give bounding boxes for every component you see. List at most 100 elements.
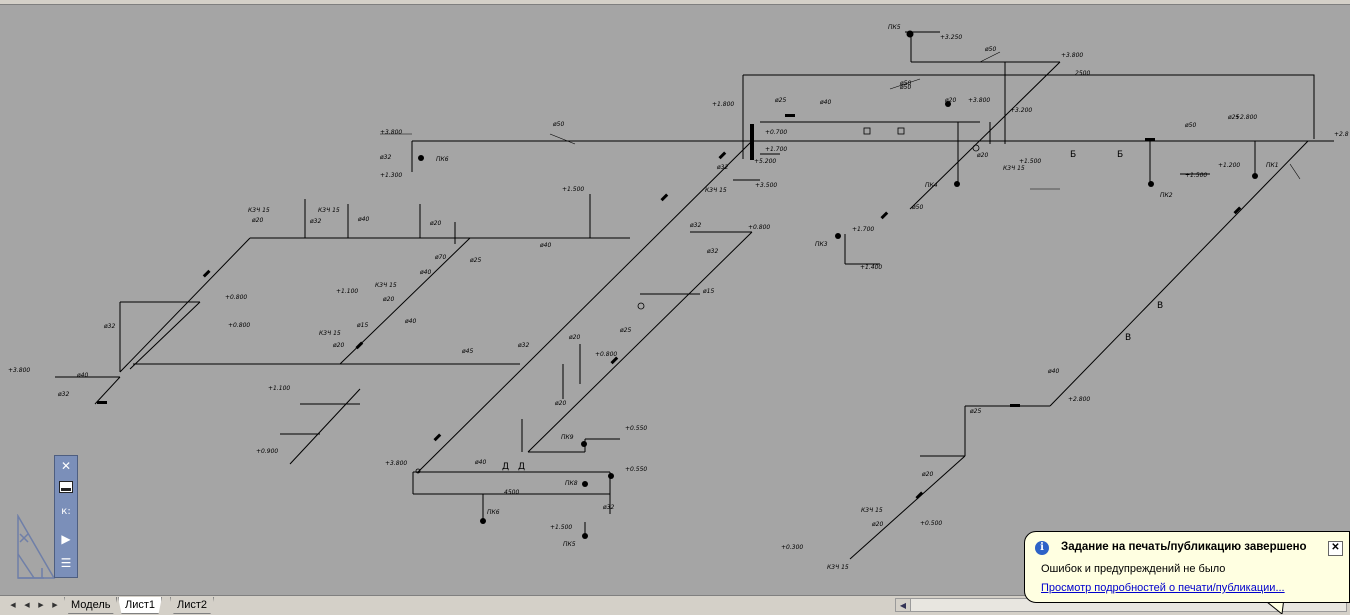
fixture-symbol (418, 155, 424, 161)
drawing-label: +3.800 (1061, 52, 1084, 59)
drawing-label: ø32 (717, 164, 729, 171)
pipe-marker (718, 151, 727, 160)
drawing-label: +0.800 (748, 224, 771, 231)
drawing-label: ПК5 (563, 541, 576, 548)
drawing-label: +0.700 (765, 129, 788, 136)
drawing-label: К3Ч 15 (705, 187, 727, 194)
pipe-marker (202, 269, 211, 278)
drawing-label: ø50 (553, 121, 565, 128)
drawing-label: ПК3 (815, 241, 828, 248)
drawing-label: ø20 (922, 471, 934, 478)
tab-model[interactable]: Модель (64, 597, 118, 614)
drawing-label: ПК6 (436, 156, 449, 163)
drawing-label: ø40 (358, 216, 370, 223)
pipe-line (119, 237, 251, 373)
pipe-marker (915, 491, 924, 500)
drawing-label: +1.200 (1218, 162, 1241, 169)
drawing-label: ø50 (900, 80, 912, 87)
tab-sheet1[interactable]: Лист1 (118, 597, 163, 614)
next-tab-icon[interactable]: ▶ (38, 601, 44, 609)
drawing-label: ø20 (569, 334, 581, 341)
fixture-outline (863, 127, 871, 135)
fixture-outline (972, 144, 980, 152)
fixture-symbol (835, 233, 841, 239)
pipe-marker (1145, 138, 1155, 141)
pipe-marker (97, 401, 107, 404)
drawing-label: К3Ч 15 (248, 207, 270, 214)
pipe-line (909, 61, 1061, 210)
first-tab-icon[interactable]: ◀ (10, 601, 16, 609)
pipe-marker (610, 356, 619, 365)
drawing-label: К3Ч 15 (861, 507, 883, 514)
pipe-marker (880, 211, 889, 220)
drawing-label: ø15 (357, 322, 369, 329)
drawing-label: +5.200 (754, 158, 777, 165)
drawing-label: ø32 (518, 342, 530, 349)
drawing-label: К3Ч 15 (318, 207, 340, 214)
drawing-label: ø25 (470, 257, 482, 264)
drawing-label: 4500 (504, 489, 520, 496)
drawing-canvas[interactable]: ПК5 +3.250 +3.800 ø50 2500 +1.800 ø25 ø4… (0, 4, 1350, 595)
play-icon[interactable]: ▶ (61, 532, 71, 546)
drawing-label: ø25 (970, 408, 982, 415)
drawing-label: ПК9 (561, 434, 574, 441)
tab-sheet2[interactable]: Лист2 (170, 597, 215, 614)
pipe-marker (660, 193, 669, 202)
fixture-symbol (954, 181, 960, 187)
drawing-label: ø70 (435, 254, 447, 261)
drawing-label: К3Ч 15 (319, 330, 341, 337)
drawing-label: ø32 (58, 391, 70, 398)
close-icon[interactable]: ✕ (60, 459, 72, 473)
fixture-outline (415, 468, 421, 474)
drawing-label: +1.800 (712, 101, 735, 108)
pipe-line (94, 376, 121, 405)
pipe-line (743, 74, 1315, 139)
drawing-label: ø20 (333, 342, 345, 349)
drawing-label: ø50 (912, 204, 924, 211)
paper-space-icon[interactable] (57, 478, 75, 496)
drawing-label: ПК8 (565, 480, 578, 487)
leader-line (889, 78, 921, 90)
drawing-label: +1.300 (380, 172, 403, 179)
drawing-label: +1.700 (852, 226, 875, 233)
drawing-label: ø25 (620, 327, 632, 334)
window-top-edge (0, 0, 1350, 5)
pipe-line (527, 231, 753, 453)
fixture-symbol (582, 533, 588, 539)
close-icon[interactable]: ✕ (1328, 541, 1343, 556)
drawing-label: +1.100 (268, 385, 291, 392)
list-icon[interactable]: ☰ (60, 556, 72, 570)
drawing-label: +0.550 (625, 425, 648, 432)
drawing-label: +0.550 (625, 466, 648, 473)
notification-balloon: i Задание на печать/публикацию завершено… (1024, 531, 1350, 603)
leader-line (979, 51, 1001, 63)
leader-line (549, 133, 576, 145)
last-tab-icon[interactable]: ▶ (52, 601, 58, 609)
drawing-label: +0.900 (256, 448, 279, 455)
fixture-symbol (480, 518, 486, 524)
prev-tab-icon[interactable]: ◀ (24, 601, 30, 609)
drawing-label: +0.500 (920, 520, 943, 527)
scale-icon[interactable]: к: (61, 505, 71, 517)
drawing-label: ø20 (430, 220, 442, 227)
drawing-label: ø20 (945, 97, 957, 104)
drawing-label: +1.700 (765, 146, 788, 153)
drawing-label: ø15 (703, 288, 715, 295)
drawing-label: ø40 (1048, 368, 1060, 375)
pipe-line (129, 301, 201, 370)
drawing-label: +3.250 (940, 34, 963, 41)
scroll-left-icon[interactable]: ◀ (896, 599, 911, 611)
drawing-label: ПК2 (1160, 192, 1173, 199)
drawing-label: ø20 (383, 296, 395, 303)
drawing-label: ø32 (603, 504, 615, 511)
notification-details-link[interactable]: Просмотр подробностей о печати/публикаци… (1041, 582, 1285, 594)
leader-line (1289, 163, 1301, 180)
drawing-label: ПК1 (1266, 162, 1279, 169)
pipe-marker (433, 433, 442, 442)
drawing-label: ø32 (380, 154, 392, 161)
drawing-label: +3.800 (968, 97, 991, 104)
floating-toolbar[interactable]: ✕ к: ▶ ☰ (54, 455, 78, 578)
drawing-label: В (1125, 333, 1132, 343)
drawing-label: ø20 (977, 152, 989, 159)
ucs-icon (17, 514, 56, 579)
